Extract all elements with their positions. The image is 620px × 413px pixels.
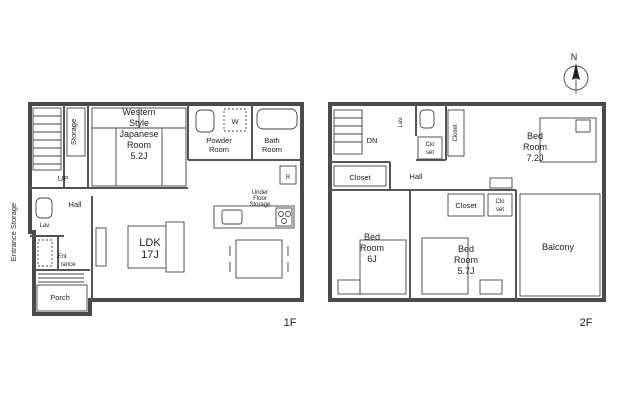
western-room-label-4: Room — [127, 140, 151, 150]
western-room-label-2: Style — [129, 118, 149, 128]
bed-2-label-1: Bed — [364, 232, 380, 242]
entrance-label-2: rance — [60, 262, 76, 268]
bed-1-label-2: Room — [523, 142, 547, 152]
bed-2-icon — [359, 239, 407, 295]
floor-1-entry-walls — [30, 187, 90, 271]
entrance-storage-label: Entrance Storage — [9, 203, 18, 261]
sofa-back-icon — [165, 221, 185, 273]
floor-2-interior-walls — [330, 104, 517, 300]
balcony-area — [519, 193, 601, 297]
bath-room: Bath Room — [256, 108, 298, 154]
porch-label: Porch — [50, 293, 70, 302]
bed-room-1: Bed Room 7.2J — [489, 117, 597, 189]
entrance-label-1: Ent — [57, 254, 66, 260]
fridge-space — [279, 165, 297, 185]
under-floor-label-2: Floor — [253, 196, 267, 202]
bed-3-label-2: Room — [454, 255, 478, 265]
floor-1-stair — [32, 107, 62, 171]
dining-table-icon — [235, 239, 283, 279]
bathtub-icon — [256, 108, 298, 130]
ldk-size: 17J — [141, 249, 159, 261]
washing-machine-icon — [223, 108, 247, 132]
floor-1-exterior-wall — [28, 102, 304, 316]
closet-mid-label: Closet — [455, 201, 477, 210]
porch-outline — [36, 284, 88, 312]
bed-2-label-2: Room — [360, 243, 384, 253]
stove-icon — [275, 207, 293, 227]
floor-1-label: 1F — [284, 317, 297, 329]
floor-1-storage — [66, 107, 86, 157]
closet-mid-small-label-1: Clo — [495, 199, 505, 205]
bath-room-label-1: Bath — [264, 136, 279, 145]
bed-2-size: 6J — [367, 254, 377, 264]
powder-room: W Powder Room — [195, 108, 247, 154]
ldk-label: LDK — [139, 237, 161, 249]
closet-left — [333, 165, 387, 187]
fridge-label: R — [286, 175, 291, 181]
bed-room-3: Bed Room 5.7J — [421, 237, 503, 295]
bed-1-size: 7.2J — [526, 153, 543, 163]
floor-2-stair — [333, 109, 363, 155]
kitchen-sink-icon — [221, 209, 243, 225]
western-room-label-3: Japanese — [119, 129, 158, 139]
under-floor-label-1: Under — [252, 190, 268, 196]
powder-room-label-2: Room — [209, 145, 229, 154]
floor-1-storage-label: Storage — [69, 119, 78, 145]
kitchen-counter-icon — [213, 205, 295, 229]
desk-1-icon — [489, 177, 513, 189]
kitchen: R Under Floor Storage — [213, 165, 297, 229]
floor-2-label: 2F — [580, 317, 593, 329]
ldk-room: LDK 17J — [95, 221, 289, 279]
north-compass: N — [563, 52, 589, 94]
western-room-size: 5.2J — [130, 151, 147, 161]
floor-2-hall-label: Hall — [410, 172, 423, 181]
bed-3-label-1: Bed — [458, 244, 474, 254]
bed-room-2: Bed Room 6J — [337, 232, 407, 295]
floor-2-dn-label: DN — [367, 136, 378, 145]
western-japanese-room: Western Style Japanese Room 5.2J — [91, 107, 187, 187]
floor-1-up-label: UP — [58, 174, 68, 183]
dining-chairs — [229, 246, 289, 272]
washer-label: W — [231, 117, 239, 126]
floor-1-lav-label: Lav. — [40, 223, 51, 229]
porch-steps — [38, 273, 84, 283]
bed-3-icon — [421, 237, 469, 295]
compass-north-label: N — [571, 52, 578, 62]
powder-room-label-1: Powder — [206, 136, 232, 145]
closet-small — [417, 136, 443, 160]
floor-2-lav-label: Lav. — [398, 116, 404, 127]
closet-vertical-label: Closet — [453, 124, 459, 141]
desk-3-icon — [479, 279, 503, 295]
floor-1-plan: UP Storage Western Style Japanese Room 5… — [9, 102, 304, 329]
floor-2-exterior-wall — [328, 102, 606, 302]
balcony-label: Balcony — [542, 242, 575, 252]
closet-mid-small — [487, 193, 513, 217]
western-room-label-1: Western — [122, 107, 155, 117]
bed-1-label-1: Bed — [527, 131, 543, 141]
closet-mid — [447, 193, 485, 217]
closet-left-label: Closet — [349, 173, 371, 182]
north-arrow-icon — [572, 63, 580, 80]
closet-mid-small-label-2: set — [496, 207, 504, 213]
bed-3-size: 5.7J — [457, 266, 474, 276]
under-floor-label-3: Storage — [249, 202, 271, 208]
bed-1-icon — [539, 117, 597, 163]
closet-small-label-2: set — [426, 150, 434, 156]
floor-1-toilet-icon — [35, 197, 53, 219]
entrance-storage-box — [37, 239, 53, 267]
floor-1-interior-walls — [63, 104, 302, 300]
closet-vertical — [447, 109, 465, 157]
floor-2-toilet-icon — [419, 109, 435, 129]
desk-2-icon — [337, 279, 361, 295]
bath-room-label-2: Room — [262, 145, 282, 154]
floor-1-hall-label: Hall — [69, 200, 82, 209]
tv-unit-icon — [95, 227, 107, 267]
floor-2-plan: DN Lav. Clo set Closet Closet Hall Bed R… — [328, 102, 606, 329]
closet-small-label-1: Clo — [425, 142, 435, 148]
vanity-sink-icon — [195, 109, 215, 133]
